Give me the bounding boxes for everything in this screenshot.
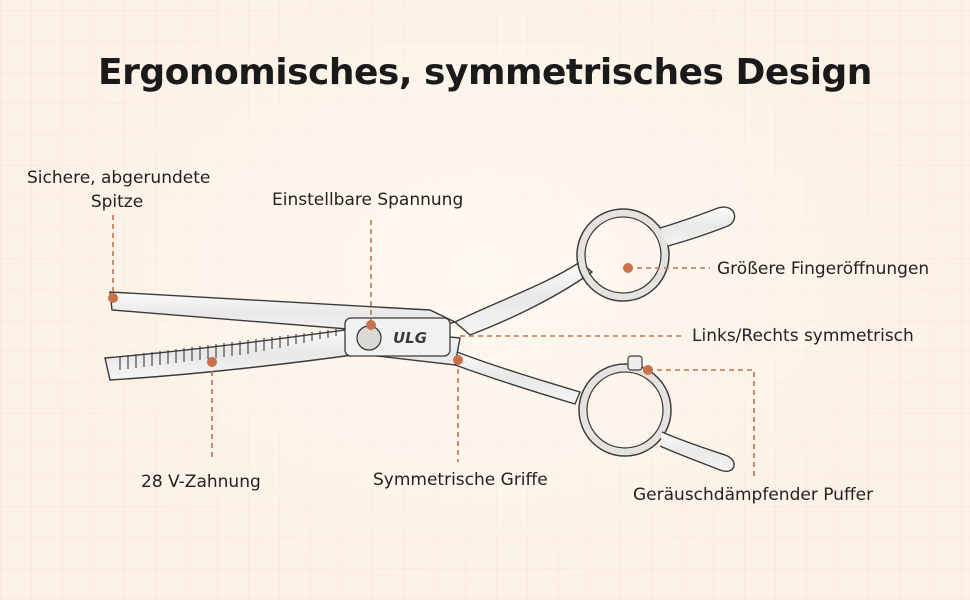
v-teeth: [119, 329, 337, 370]
tension-screw[interactable]: [356, 325, 382, 351]
callout-symmetric-lr: Links/Rechts symmetrisch: [692, 326, 914, 346]
callout-finger-holes: Größere Fingeröffnungen: [717, 259, 930, 279]
dot-rounded-tip: [108, 293, 118, 303]
callout-rounded-tip-line2: Spitze: [90, 192, 144, 212]
callout-noise-buffer: Geräuschdämpfender Puffer: [633, 485, 874, 505]
callout-rounded-tip-line1: Sichere, abgerundete: [27, 168, 211, 188]
buffer-knob: [627, 355, 643, 371]
dot-finger-hole: [623, 263, 633, 273]
callout-rounded-tip: Sichere, abgerundete Spitze: [27, 166, 211, 214]
callout-lines: [112, 215, 755, 476]
dot-v-teeth: [207, 357, 217, 367]
lower-handle: [446, 349, 735, 472]
callout-dots: [108, 263, 653, 375]
dot-handles: [453, 355, 463, 365]
page-title: Ergonomisches, symmetrisches Design: [98, 52, 872, 93]
callout-v-teeth: 28 V-Zahnung: [141, 472, 261, 492]
brand-logo: ULG: [393, 329, 427, 347]
dot-tension: [366, 320, 376, 330]
callout-adjustable-tension: Einstellbare Spannung: [272, 190, 464, 210]
upper-handle: [453, 206, 736, 336]
dot-buffer: [643, 365, 653, 375]
callout-symmetric-handles: Symmetrische Griffe: [373, 470, 548, 490]
